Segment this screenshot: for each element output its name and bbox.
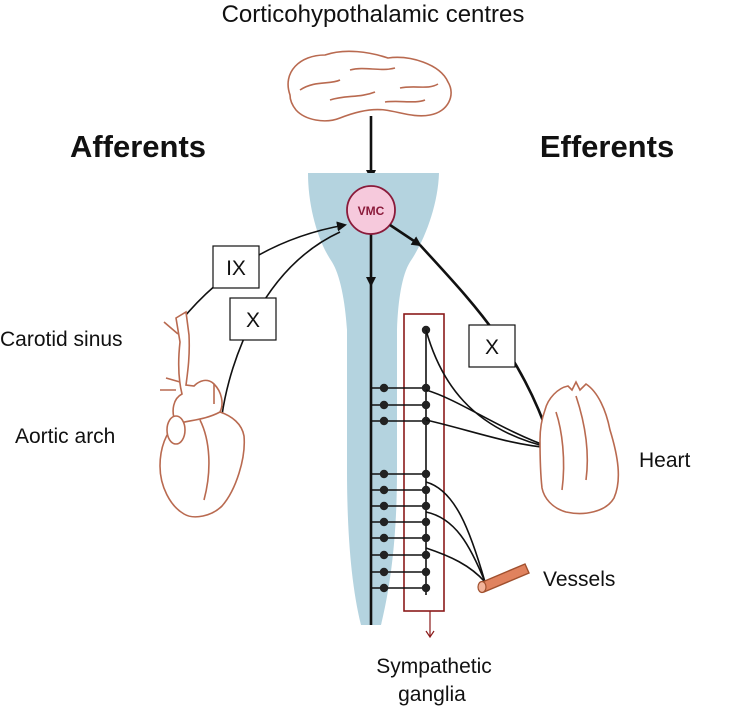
vmc-node: VMC: [346, 185, 396, 235]
nerve-box-x-right: X: [468, 324, 516, 368]
preganglionic-node: [379, 469, 389, 479]
preganglionic-node: [379, 550, 389, 560]
spinal-cord: [308, 173, 439, 625]
ganglion-node: [421, 469, 431, 479]
brain-icon: [287, 50, 452, 122]
afferents-heading: Afferents: [70, 129, 206, 164]
heart-label: Heart: [639, 449, 691, 472]
ganglion-node: [421, 567, 431, 577]
vascular-nerve-2: [425, 511, 486, 583]
nerve-x-left-label: X: [246, 309, 260, 332]
cardiac-nerve-2: [425, 389, 553, 449]
sympathetic-ganglia-box: [403, 313, 445, 612]
efferent-arrow: [389, 223, 422, 247]
right-heart-icon: [539, 380, 620, 515]
ganglia-arrow: [425, 611, 435, 639]
preganglionic-node: [379, 517, 389, 527]
sympathetic-ganglia-label-line2: ganglia: [398, 683, 466, 706]
preganglionic-node: [379, 383, 389, 393]
ganglion-node: [421, 583, 431, 593]
sympathetic-ganglia-label-line1: Sympathetic: [376, 655, 492, 678]
ganglion-node: [421, 533, 431, 543]
diagram-title: Corticohypothalamic centres: [222, 1, 525, 28]
carotid-sinus-label: Carotid sinus: [0, 328, 123, 351]
nerve-x-right-label: X: [485, 336, 499, 359]
vascular-nerve-3: [425, 547, 486, 583]
vascular-nerve-1: [425, 481, 486, 583]
efferents-heading: Efferents: [540, 129, 674, 164]
vessels-label: Vessels: [543, 568, 615, 591]
nerve-ix-label: IX: [226, 257, 246, 280]
cardiac-nerve-3: [425, 419, 553, 449]
ganglion-node: [421, 485, 431, 495]
preganglionic-node: [379, 501, 389, 511]
preganglionic-node: [379, 485, 389, 495]
ganglion-node: [421, 501, 431, 511]
left-heart-icon: [159, 310, 246, 518]
ganglion-node: [421, 416, 431, 426]
preganglionic-node: [379, 416, 389, 426]
preganglionic-node: [379, 583, 389, 593]
nerve-box-ix: IX: [212, 245, 260, 289]
cardiac-nerve-1: [425, 329, 553, 449]
vmc-label: VMC: [358, 204, 385, 218]
ganglion-node: [421, 550, 431, 560]
preganglionic-node: [379, 533, 389, 543]
preganglionic-node: [379, 567, 389, 577]
preganglionic-node: [379, 400, 389, 410]
ganglia-connections: [371, 325, 431, 593]
ganglion-node: [421, 400, 431, 410]
aortic-arch-label: Aortic arch: [15, 425, 115, 448]
vessel-icon: [477, 563, 530, 594]
nerve-box-x-left: X: [229, 297, 277, 341]
ganglion-node: [421, 517, 431, 527]
